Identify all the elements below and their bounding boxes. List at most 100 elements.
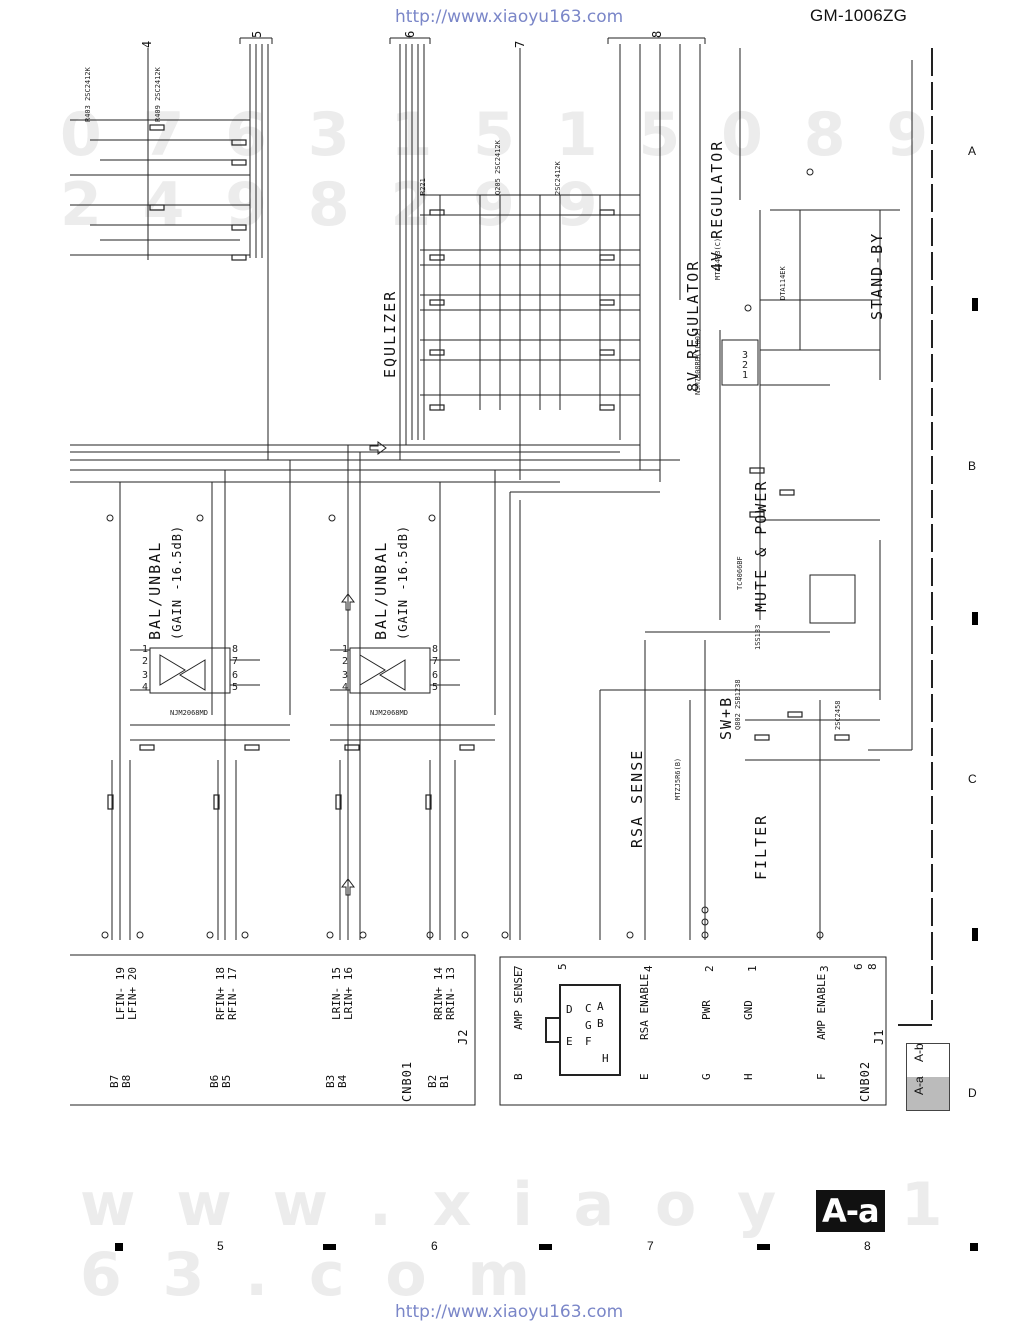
bus-number-4: 4 [140, 39, 154, 48]
svg-text:NJM2068MD: NJM2068MD [170, 709, 208, 717]
bus-number-6: 6 [403, 29, 417, 38]
grid-marker [539, 1244, 552, 1250]
svg-text:7: 7 [432, 656, 438, 667]
svg-text:2SC2412K: 2SC2412K [554, 160, 562, 195]
svg-text:3: 3 [342, 670, 348, 681]
grid-row-letter: A [968, 144, 977, 158]
cn801-pin-sig: LRIN+ 16 [342, 967, 355, 1020]
svg-text:4: 4 [142, 682, 148, 693]
cn802-pin-letter: G [700, 1073, 713, 1080]
cn802-title: CNB02 [858, 1060, 872, 1102]
cn802-extra-num: 8 [866, 963, 879, 970]
cn801-pin-b: B1 [438, 1074, 451, 1088]
cn801-pin-sig: RFIN- 17 [226, 967, 239, 1020]
svg-text:5: 5 [432, 682, 438, 693]
cn802-pin-num: 1 [746, 965, 759, 972]
cn802-pin-sig: GND [742, 1000, 755, 1020]
cn802-pin-sig: AMP SENSE [512, 970, 525, 1030]
svg-text:6: 6 [232, 670, 238, 681]
sheet-toggle[interactable]: A-b A-a [906, 1043, 950, 1111]
grid-marker [323, 1244, 336, 1250]
top-url[interactable]: http://www.xiaoyu163.com [395, 7, 624, 27]
svg-text:Q802 2SB1238: Q802 2SB1238 [734, 679, 742, 730]
grid-col-number: 8 [864, 1239, 871, 1253]
cn801-pin-sig: RRIN- 13 [444, 967, 457, 1020]
svg-text:2: 2 [342, 656, 348, 667]
rsa-sense-label: RSA SENSE [628, 748, 646, 848]
cn802-pin-letter: E [638, 1073, 651, 1080]
svg-text:3: 3 [742, 350, 748, 361]
cn802-pin-letter: H [742, 1073, 755, 1080]
cn802-pin-letter: F [815, 1073, 828, 1080]
cn802-pin-sig: AMP ENABLE [815, 973, 828, 1040]
grid-row-letter: C [968, 772, 977, 786]
cn802-extra-num: 6 [852, 963, 865, 970]
connector-letter: C [585, 1002, 592, 1015]
svg-text:1SS133: 1SS133 [754, 625, 762, 650]
svg-text:6: 6 [432, 670, 438, 681]
grid-row-letter: D [968, 1086, 977, 1100]
bal-unbal-label-2: BAL/UNBAL [372, 540, 390, 640]
connector-letter: B [597, 1017, 604, 1030]
bus-number-5: 5 [250, 29, 264, 38]
svg-text:4: 4 [342, 682, 348, 693]
svg-text:2: 2 [142, 656, 148, 667]
watermark-site: w w w . x i a o y u 1 6 3 . c o m [80, 1170, 953, 1310]
regulator-4v-label: 4V REGULATOR [708, 139, 726, 272]
connector-letter: G [585, 1019, 592, 1032]
sheet-toggle-ab[interactable]: A-b [911, 1042, 926, 1062]
svg-text:MTZJ5R6(B): MTZJ5R6(B) [674, 758, 682, 800]
svg-text:Q205 2SC2412K: Q205 2SC2412K [494, 139, 502, 195]
bal-unbal-label-1: BAL/UNBAL [146, 540, 164, 640]
gain-label-2: (GAIN -16.5dB) [396, 524, 410, 640]
svg-text:MTZJ4R3(C): MTZJ4R3(C) [714, 238, 722, 280]
cn801-pin-b: B4 [336, 1074, 349, 1088]
cn802-pin-num: 2 [703, 965, 716, 972]
bus-number-7: 7 [513, 39, 527, 48]
svg-text:NJM7808RB(IC802): NJM7808RB(IC802) [694, 328, 702, 395]
sheet-toggle-aa[interactable]: A-a [907, 1076, 949, 1110]
svg-text:R409 2SC2412K: R409 2SC2412K [154, 66, 162, 122]
filter-label: FILTER [752, 813, 770, 880]
grid-col-number: 7 [647, 1239, 654, 1253]
grid-col-number: 6 [431, 1239, 438, 1253]
grid-marker [972, 928, 978, 941]
cn802-pin-num: 7 [512, 965, 525, 972]
grid-row-letter: B [968, 459, 977, 473]
cn802-pin-num: 4 [642, 965, 655, 972]
cn802-pin-letter: B [512, 1073, 525, 1080]
cn801-j-label: J2 [456, 1028, 470, 1045]
connector-letter: E [566, 1035, 573, 1048]
connector-letter: D [566, 1003, 573, 1016]
svg-text:5: 5 [232, 682, 238, 693]
svg-text:DTA114EK: DTA114EK [779, 265, 787, 300]
equalizer-label: EQULIZER [381, 289, 399, 378]
svg-text:3: 3 [142, 670, 148, 681]
sw-b-label: SW+B [717, 695, 735, 740]
connector-letter: A [597, 1000, 604, 1013]
svg-text:R221: R221 [419, 178, 427, 195]
page-badge: A-a [816, 1190, 885, 1232]
svg-text:8: 8 [232, 644, 238, 655]
cn802-pin-num: 3 [818, 965, 831, 972]
regulator-8v-label: 8V REGULATOR [684, 259, 702, 392]
cn802-pin-sig: PWR [700, 1000, 713, 1020]
svg-text:2SC2458: 2SC2458 [834, 700, 842, 730]
grid-marker [757, 1244, 770, 1250]
standby-label: STAND-BY [868, 231, 886, 320]
cn802-pin-sig: RSA ENABLE [638, 973, 651, 1040]
grid-marker [972, 298, 978, 311]
cn801-pin-b: B8 [120, 1074, 133, 1088]
cn801-pin-b: B5 [220, 1074, 233, 1088]
bottom-url[interactable]: http://www.xiaoyu163.com [395, 1302, 624, 1322]
grid-marker [970, 1243, 978, 1251]
grid-marker [972, 612, 978, 625]
svg-text:8: 8 [432, 644, 438, 655]
svg-text:2: 2 [742, 360, 748, 371]
cn802-extra-num: 5 [556, 963, 569, 970]
gain-label-1: (GAIN -16.5dB) [170, 524, 184, 640]
cn802-j-label: J1 [872, 1028, 886, 1045]
cn801-pin-sig: LFIN+ 20 [126, 967, 139, 1020]
grid-marker [115, 1243, 123, 1251]
